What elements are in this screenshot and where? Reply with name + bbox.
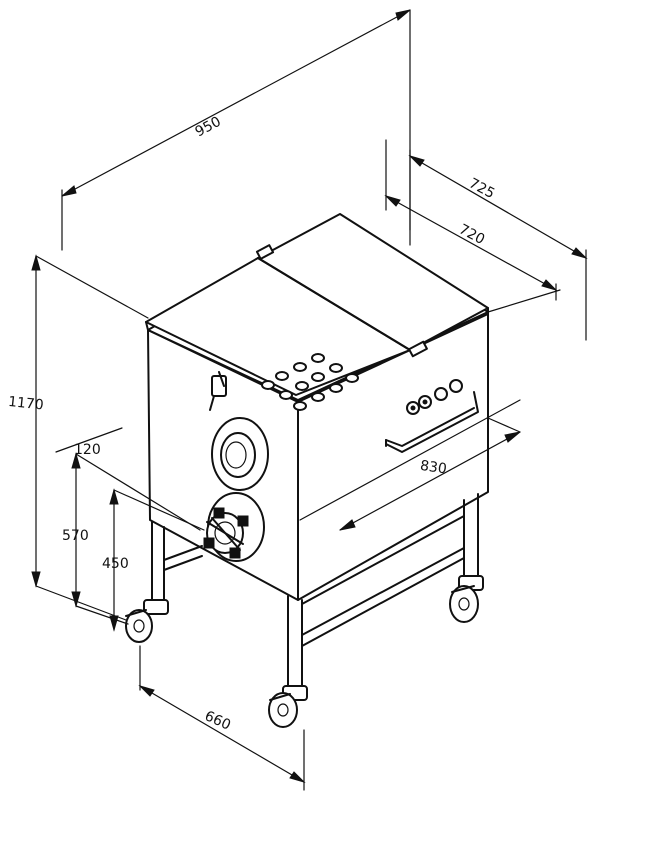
dim-body-length: 830 bbox=[419, 458, 448, 478]
caster-front-right bbox=[268, 685, 308, 728]
button-icon bbox=[329, 363, 343, 373]
button-icon bbox=[329, 383, 343, 393]
button-icon bbox=[293, 362, 307, 372]
button-icon bbox=[434, 387, 448, 401]
hinge-right bbox=[408, 340, 428, 358]
dim-total-height: 1170 bbox=[7, 394, 44, 414]
dimension-lines bbox=[31, 9, 588, 791]
side-control-panel bbox=[406, 379, 463, 415]
button-icon bbox=[311, 372, 325, 382]
button-icon bbox=[311, 353, 325, 363]
lever-handle bbox=[209, 371, 227, 411]
button-icon bbox=[275, 371, 289, 381]
button-icon bbox=[345, 373, 359, 383]
dim-outlet-offset: 120 bbox=[74, 442, 101, 458]
hinge-left bbox=[255, 244, 275, 260]
caster-back-right bbox=[449, 575, 484, 623]
button-icon bbox=[261, 380, 275, 390]
button-icon bbox=[449, 379, 463, 393]
top-button-panel bbox=[261, 353, 359, 411]
caster-front-left bbox=[125, 599, 169, 643]
dim-outlet-height-lower: 450 bbox=[102, 556, 129, 572]
dim-lid-depth: 720 bbox=[456, 221, 487, 248]
dim-outlet-height-upper: 570 bbox=[62, 528, 89, 544]
dim-frame-width: 660 bbox=[202, 708, 233, 733]
upper-dial bbox=[211, 417, 269, 491]
grinder-outlet bbox=[203, 492, 265, 562]
button-icon bbox=[293, 401, 307, 411]
stand-frame bbox=[151, 493, 479, 691]
dim-overall-length: 950 bbox=[193, 114, 224, 141]
side-handle bbox=[385, 391, 479, 453]
button-icon bbox=[311, 392, 325, 402]
button-icon bbox=[279, 390, 293, 400]
button-icon bbox=[295, 381, 309, 391]
